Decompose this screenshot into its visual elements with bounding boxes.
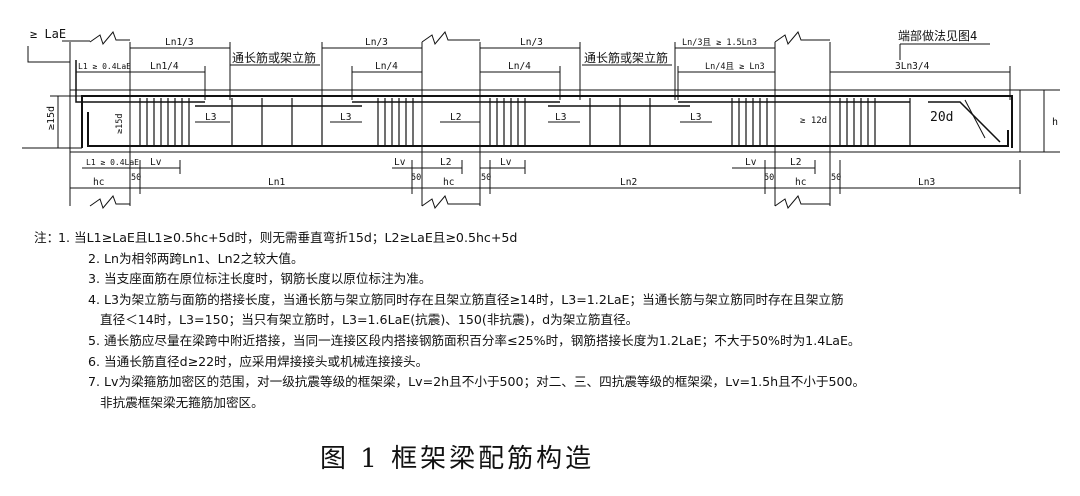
- label-lae-left: ≥ LaE: [30, 27, 66, 41]
- note-1: 注：1. 当L1≥LaE且L1≥0.5hc+5d时，则无需垂直弯折15d；L2≥…: [34, 228, 1074, 249]
- notes-block: 注：1. 当L1≥LaE且L1≥0.5hc+5d时，则无需垂直弯折15d；L2≥…: [34, 228, 1074, 413]
- label-ln1-3: Ln1/3: [165, 37, 194, 48]
- label-lv-3: Lv: [500, 157, 512, 168]
- label-l3-1: L3: [205, 112, 216, 123]
- bottom-bar: [87, 112, 1009, 147]
- note-5: 5. 通长筋应尽量在梁跨中附近搭接，当同一连接区段内搭接钢筋面积百分率≤25%时…: [88, 332, 861, 348]
- note-4: 4. L3为架立筋与面筋的搭接长度，当通长筋与架立筋同时存在且架立筋直径≥14时…: [88, 291, 844, 307]
- notes-prefix: 注：: [34, 230, 60, 245]
- note-3: 3. 当支座面筋在原位标注长度时，钢筋长度以原位标注为准。: [88, 271, 432, 287]
- label-lv-1: Lv: [150, 157, 162, 168]
- label-15d-inner: ≥15d: [115, 114, 125, 134]
- column-break-bottom-2: [421, 195, 480, 210]
- column-break-top-1: [89, 31, 130, 46]
- label-h: h: [1052, 117, 1058, 128]
- label-l2-b1: L2: [440, 157, 451, 168]
- label-ln4-a: Ln/4: [375, 61, 398, 72]
- figure-caption: 图 1 框架梁配筋构造: [320, 444, 595, 474]
- label-through-bar-1: 通长筋或架立筋: [232, 50, 316, 65]
- label-ln3: Ln3: [918, 177, 935, 188]
- end-anchor-bar: [928, 101, 1001, 143]
- label-lv-4: Lv: [745, 157, 757, 168]
- note-4-cont: 直径＜14时，L3=150；当只有架立筋时，L3=1.6LaE(抗震)、150(…: [100, 312, 639, 328]
- column-break-bottom-3: [774, 195, 830, 210]
- label-12d: ≥ 12d: [800, 116, 827, 126]
- note-2: 2. Ln为相邻两跨Ln1、Ln2之较大值。: [88, 250, 304, 266]
- label-hc-1: hc: [93, 177, 104, 188]
- label-dim50-2: 50: [411, 173, 421, 183]
- label-ln1-4: Ln1/4: [150, 61, 179, 72]
- label-ln3-a: Ln/3: [365, 37, 388, 48]
- note-6: 6. 当通长筋直径d≥22时，应采用焊接接头或机械连接接头。: [88, 353, 429, 369]
- top-bar: [81, 95, 1013, 148]
- label-hc-2: hc: [443, 177, 454, 188]
- label-l1-bottom: L1 ≥ 0.4LaE: [86, 158, 139, 167]
- label-l3-4: L3: [690, 112, 701, 123]
- label-end-detail: 端部做法见图4: [898, 28, 977, 43]
- label-ln3-c: Ln/3且 ≥ 1.5Ln3: [682, 38, 757, 48]
- column-break-top-2: [421, 31, 480, 46]
- note-1-text: 1. 当L1≥LaE且L1≥0.5hc+5d时，则无需垂直弯折15d；L2≥La…: [58, 230, 518, 245]
- label-l1-top: L1 ≥ 0.4LaE: [78, 62, 131, 71]
- stirrups: [139, 98, 911, 146]
- label-20d: 20d: [930, 110, 953, 125]
- end-hook: [964, 99, 986, 139]
- label-15d-left: ≥15d: [46, 106, 57, 130]
- column-break-bottom-1: [89, 195, 130, 210]
- column-break-top-3: [774, 31, 830, 46]
- label-l3-3: L3: [555, 112, 566, 123]
- dim-lae-hook: [27, 46, 70, 63]
- label-3ln3-4: 3Ln3/4: [895, 61, 930, 72]
- dimension-ticks: [75, 42, 1011, 100]
- label-ln4-c: Ln/4且 ≥ Ln3: [705, 62, 765, 72]
- label-dim50-3: 50: [481, 173, 491, 183]
- label-ln1: Ln1: [268, 177, 285, 188]
- label-ln3-b: Ln/3: [520, 37, 543, 48]
- note-7-cont: 非抗震框架梁无箍筋加密区。: [100, 394, 264, 410]
- label-l3-2: L3: [340, 112, 351, 123]
- bottom-dimension-ticks: [69, 160, 1021, 194]
- label-l2-top: L2: [450, 112, 461, 123]
- label-ln2: Ln2: [620, 177, 637, 188]
- note-7: 7. Lv为梁箍筋加密区的范围，对一级抗震等级的框架梁，Lv=2h且不小于500…: [88, 374, 866, 390]
- label-dim50-4: 50: [764, 173, 774, 183]
- label-dim50-5: 50: [831, 173, 841, 183]
- label-dim50-1: 50: [131, 173, 141, 183]
- label-hc-3: hc: [795, 177, 806, 188]
- label-lv-2: Lv: [394, 157, 406, 168]
- label-ln4-b: Ln/4: [508, 61, 531, 72]
- label-through-bar-2: 通长筋或架立筋: [584, 50, 668, 65]
- label-l2-b2: L2: [790, 157, 801, 168]
- beam-reinforcement-drawing: ≥ LaE Ln1/3 L1 ≥ 0.4LaE Ln1/4 通长筋或架立筋 Ln…: [22, 27, 1060, 210]
